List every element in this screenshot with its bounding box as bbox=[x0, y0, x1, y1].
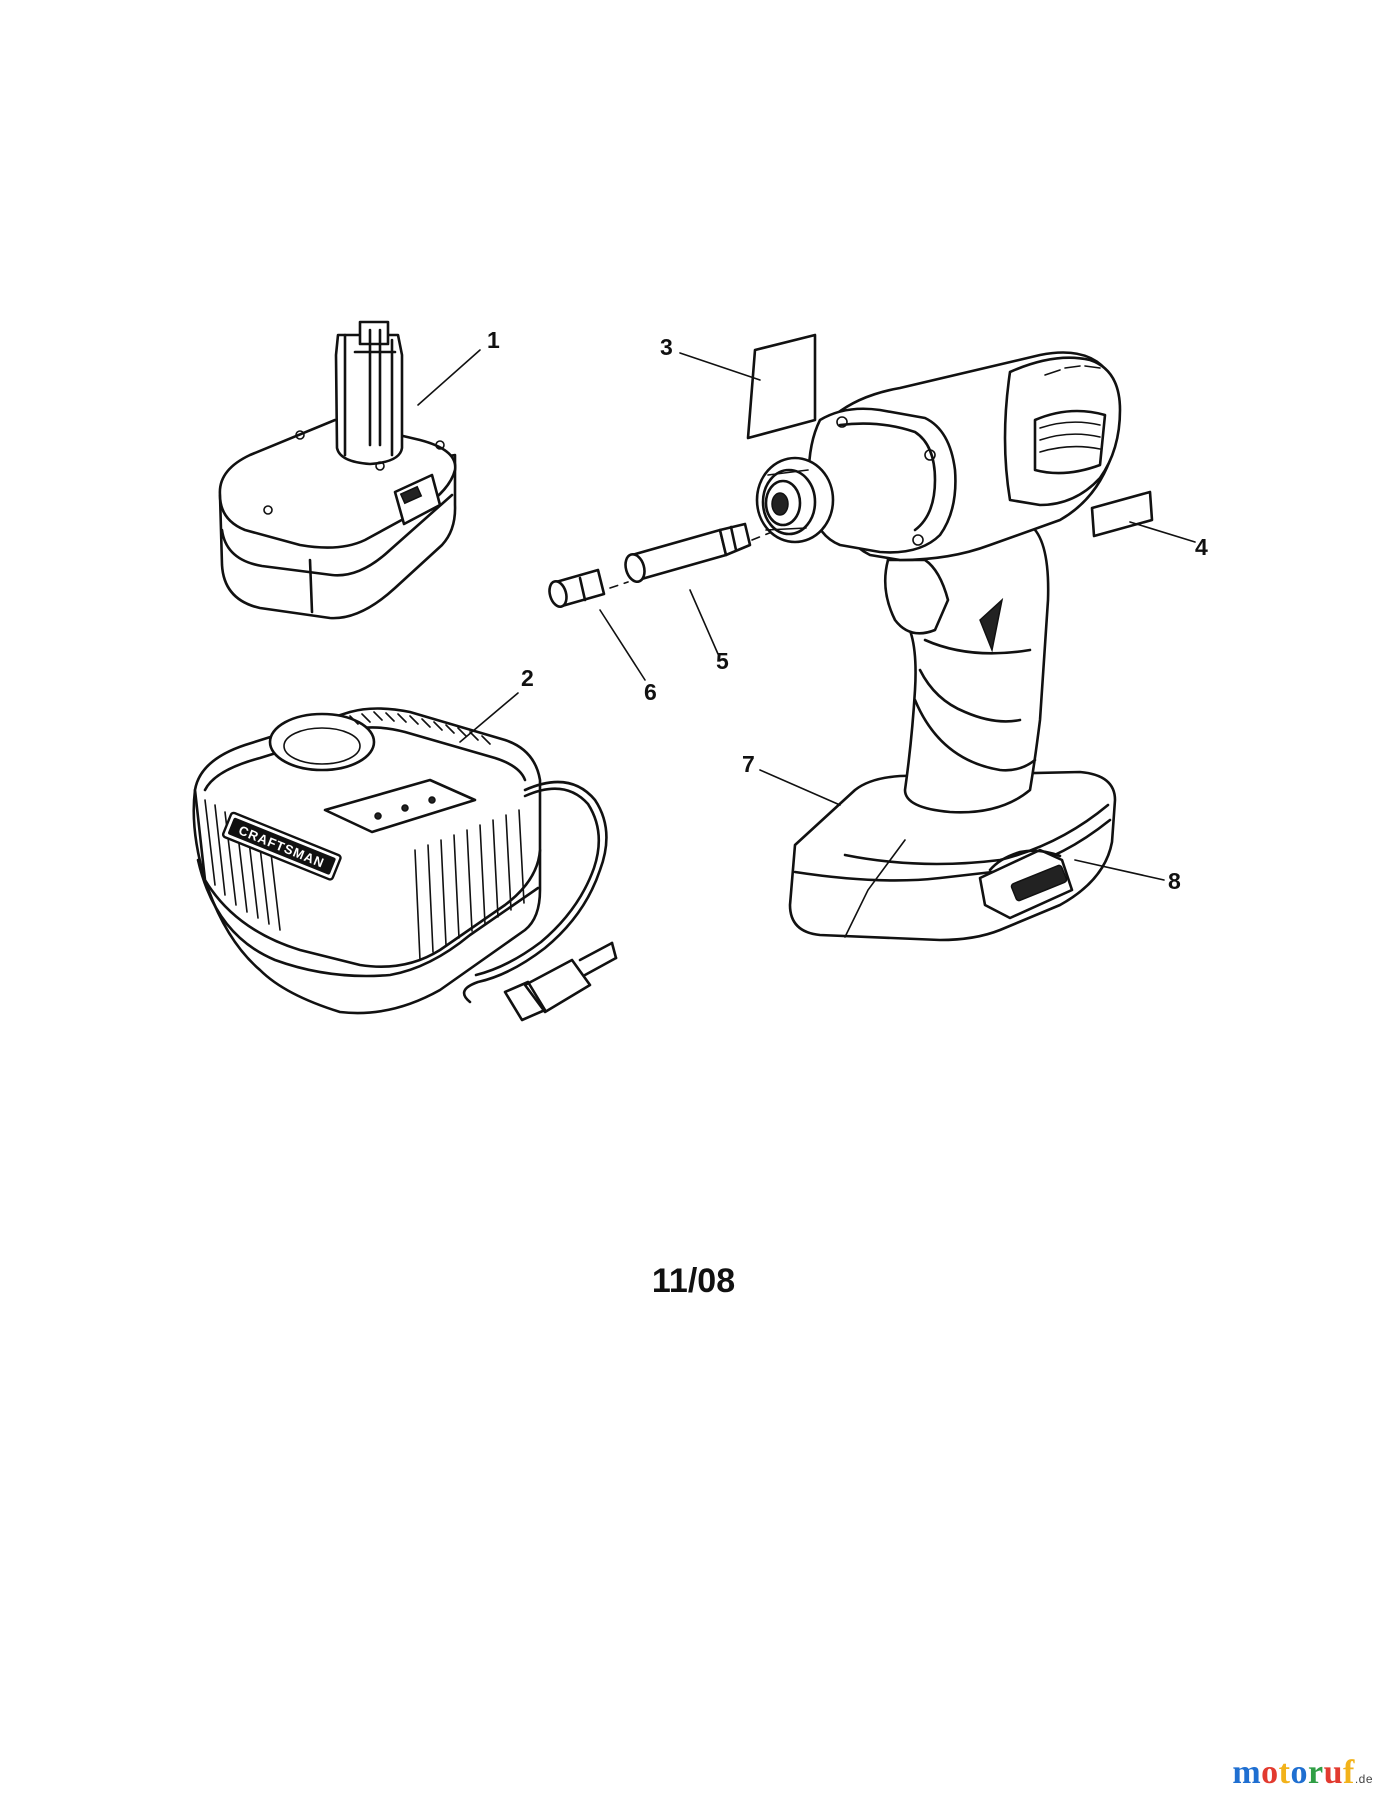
callout-7: 7 bbox=[742, 751, 755, 777]
label-4-illustration bbox=[1090, 490, 1154, 538]
callout-8: 8 bbox=[1168, 868, 1181, 894]
battery-charger-illustration: CRAFTSMAN bbox=[192, 707, 618, 1022]
watermark-letters: motoruf bbox=[1232, 1754, 1355, 1791]
impact-driver-illustration bbox=[755, 351, 1122, 942]
bit-illustration bbox=[548, 568, 606, 608]
watermark-letter: f bbox=[1342, 1754, 1355, 1791]
motoruf-watermark-logo: motoruf.de bbox=[1232, 1754, 1373, 1792]
callout-3: 3 bbox=[660, 334, 673, 360]
callout-1: 1 bbox=[487, 327, 500, 353]
label-3-illustration bbox=[746, 333, 817, 440]
battery-pack-illustration bbox=[218, 320, 457, 620]
callout-2: 2 bbox=[521, 665, 534, 691]
callout-5: 5 bbox=[716, 648, 729, 674]
revision-date: 11/08 bbox=[651, 1262, 736, 1300]
plug-illustration bbox=[503, 941, 618, 1022]
watermark-letter: u bbox=[1323, 1754, 1343, 1791]
watermark-letter: o bbox=[1261, 1754, 1279, 1791]
watermark-suffix: .de bbox=[1354, 1772, 1373, 1786]
watermark-letter: t bbox=[1278, 1754, 1291, 1791]
callout-6: 6 bbox=[644, 679, 657, 705]
callout-4: 4 bbox=[1195, 534, 1208, 560]
watermark-letter: m bbox=[1232, 1754, 1262, 1791]
watermark-letter: o bbox=[1290, 1754, 1308, 1791]
leader-lines bbox=[417, 349, 1196, 881]
watermark-letter: r bbox=[1307, 1754, 1324, 1791]
bit-holder-illustration bbox=[624, 522, 752, 583]
